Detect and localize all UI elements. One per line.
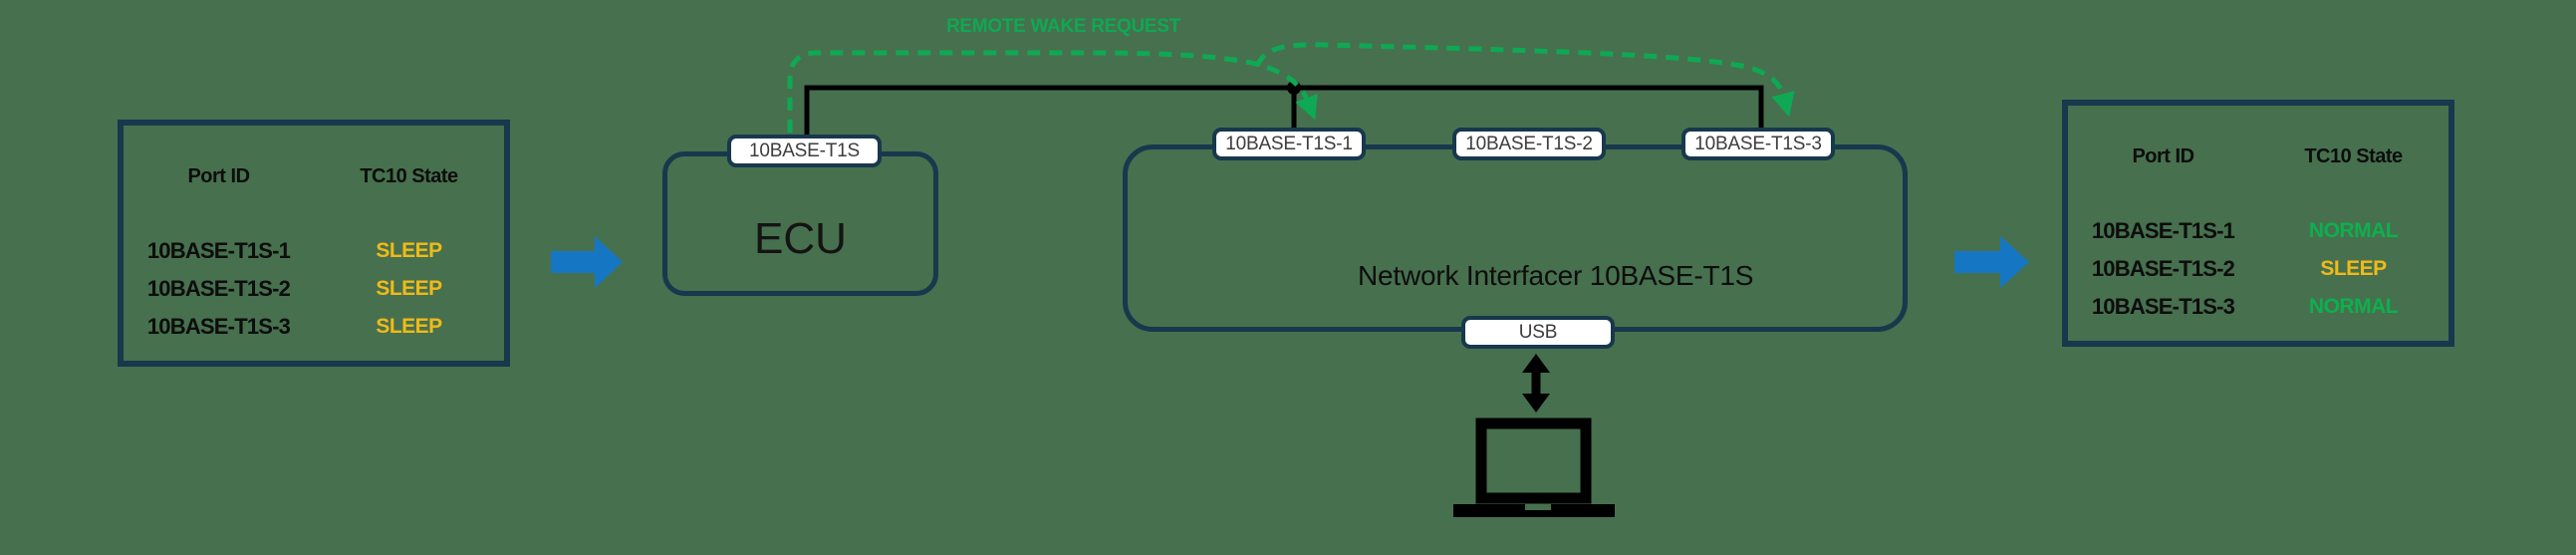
tc10-state-cell: SLEEP bbox=[376, 277, 442, 300]
port-id-cell: 10BASE-T1S-1 bbox=[2091, 218, 2235, 243]
table-header-row: Port ID TC10 State bbox=[124, 161, 504, 191]
table-row: 10BASE-T1S-3 NORMAL bbox=[2068, 291, 2448, 323]
tc10-state-cell: SLEEP bbox=[2320, 257, 2387, 280]
port-id-cell: 10BASE-T1S-1 bbox=[146, 238, 291, 263]
table-header-port-id: Port ID bbox=[187, 164, 250, 187]
laptop-icon bbox=[1453, 417, 1615, 517]
tc10-state-cell: NORMAL bbox=[2308, 219, 2399, 242]
table-row: 10BASE-T1S-3 SLEEP bbox=[124, 311, 504, 343]
table-row: 10BASE-T1S-1 NORMAL bbox=[2068, 215, 2448, 247]
table-row: 10BASE-T1S-1 SLEEP bbox=[124, 235, 504, 267]
ecu-port-tab: 10BASE-T1S bbox=[727, 135, 882, 167]
tc10-state-cell: SLEEP bbox=[376, 315, 442, 338]
tc10-state-cell: SLEEP bbox=[376, 239, 442, 262]
port-id-cell: 10BASE-T1S-2 bbox=[2091, 256, 2235, 281]
table-row: 10BASE-T1S-2 SLEEP bbox=[124, 273, 504, 305]
blue-flow-arrow-icon bbox=[1954, 236, 2029, 288]
usb-port-tab: USB bbox=[1461, 316, 1615, 349]
port-id-cell: 10BASE-T1S-2 bbox=[146, 276, 291, 301]
remote-wake-request-label: REMOTE WAKE REQUEST bbox=[946, 16, 1180, 37]
right-status-table: Port ID TC10 State 10BASE-T1S-1 NORMAL 1… bbox=[2062, 100, 2454, 347]
blue-flow-arrow-icon bbox=[551, 236, 623, 288]
wake-request-arrow-to-port3 bbox=[1254, 42, 1795, 118]
table-header-row: Port ID TC10 State bbox=[2068, 141, 2448, 171]
port-id-cell: 10BASE-T1S-3 bbox=[146, 314, 291, 339]
port-tab-10base-t1s-1: 10BASE-T1S-1 bbox=[1212, 128, 1366, 160]
ecu-label: ECU bbox=[754, 214, 847, 263]
port-tab-10base-t1s-3: 10BASE-T1S-3 bbox=[1681, 128, 1835, 160]
usb-bidirectional-arrow-icon bbox=[1522, 354, 1550, 413]
table-header-tc10-state: TC10 State bbox=[360, 164, 458, 187]
table-row: 10BASE-T1S-2 SLEEP bbox=[2068, 253, 2448, 285]
port-tab-10base-t1s-2: 10BASE-T1S-2 bbox=[1452, 128, 1606, 160]
port-id-cell: 10BASE-T1S-3 bbox=[2091, 294, 2235, 319]
tc10-state-cell: NORMAL bbox=[2308, 295, 2399, 318]
wake-request-arrow-to-port1 bbox=[787, 50, 1318, 133]
table-header-tc10-state: TC10 State bbox=[2304, 144, 2403, 167]
table-header-port-id: Port ID bbox=[2132, 144, 2194, 167]
bus-connection-line bbox=[804, 85, 1764, 135]
left-status-table: Port ID TC10 State 10BASE-T1S-1 SLEEP 10… bbox=[118, 120, 510, 367]
network-interfacer-label: Network Interfacer 10BASE-T1S bbox=[1358, 260, 1754, 291]
